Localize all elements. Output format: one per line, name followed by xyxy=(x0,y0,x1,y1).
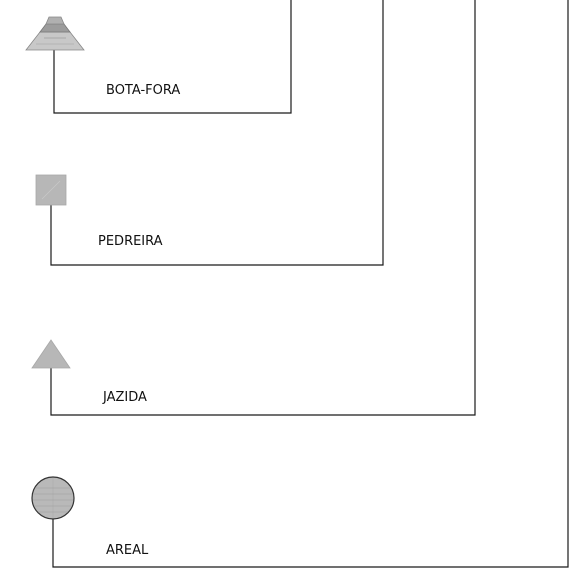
legend-item-bota-fora: BOTA-FORA xyxy=(25,0,292,114)
sand-pit-circle-icon xyxy=(31,476,75,520)
legend-item-jazida: JAZIDA xyxy=(31,0,476,416)
legend-item-pedreira: PEDREIRA xyxy=(35,0,384,266)
jazida-leader-line xyxy=(50,0,476,416)
pedreira-label: PEDREIRA xyxy=(98,234,163,249)
quarry-square-icon xyxy=(35,174,67,206)
pedreira-leader-line xyxy=(50,0,384,266)
areal-leader-line xyxy=(52,0,569,568)
bota-fora-label: BOTA-FORA xyxy=(106,83,180,98)
jazida-label: JAZIDA xyxy=(102,390,147,405)
spoil-pile-icon xyxy=(25,16,85,51)
areal-label: AREAL xyxy=(106,543,149,558)
deposit-triangle-icon xyxy=(31,339,71,369)
legend-item-areal: AREAL xyxy=(31,0,569,568)
bota-fora-leader-line xyxy=(53,0,292,114)
